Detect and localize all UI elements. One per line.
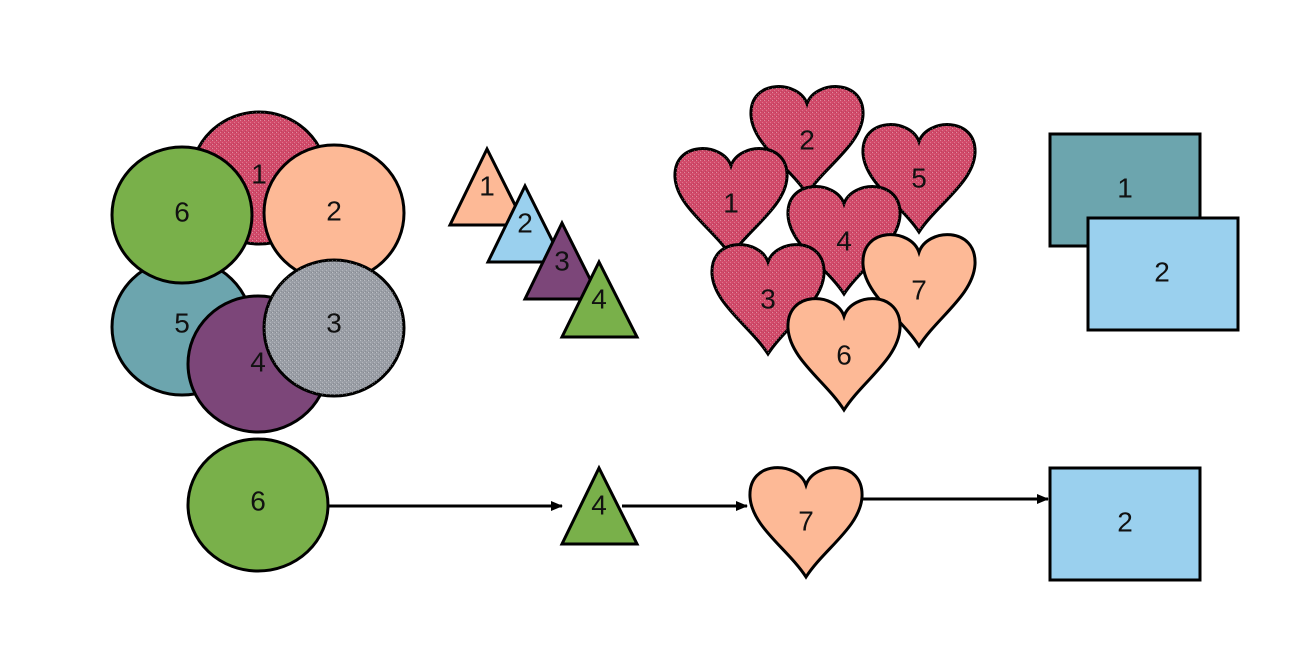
rectangle-label: 1: [1117, 173, 1133, 204]
rectangle-stack: 1 2: [1048, 132, 1240, 332]
triangle-label: 1: [479, 171, 495, 202]
heart-label: 3: [760, 284, 776, 315]
triangle-cascade: 1 2 3 4: [447, 145, 640, 339]
triangle-2: 2: [485, 182, 566, 264]
circle-label: 6: [174, 197, 190, 228]
circle-label: 1: [251, 159, 267, 190]
heart-7: 7: [861, 233, 977, 349]
flow-triangle: 4: [559, 464, 640, 546]
circle-label: 5: [174, 308, 190, 339]
heart-2: 2: [749, 85, 865, 197]
circle-cluster: 1 2 5 4 3 6: [110, 110, 406, 434]
circle-3: 3: [262, 258, 406, 398]
triangle-label: 2: [517, 208, 533, 239]
flow-rectangle-label: 2: [1117, 507, 1133, 538]
flow-triangle-label: 4: [591, 490, 607, 521]
flow-circle-label: 6: [250, 486, 266, 517]
heart-5: 5: [861, 123, 977, 235]
flow-sequence: 6 4 7 2: [186, 437, 1202, 582]
triangle-label: 3: [554, 246, 570, 277]
heart-4: 4: [786, 185, 902, 297]
flow-heart: 7: [748, 466, 864, 580]
circle-label: 2: [326, 196, 342, 227]
heart-label: 5: [911, 163, 927, 194]
heart-1: 1: [673, 147, 789, 259]
triangle-3: 3: [522, 219, 603, 301]
heart-label: 4: [836, 226, 852, 257]
circle-2: 2: [262, 143, 406, 283]
flow-circle: 6: [186, 437, 330, 573]
heart-6: 6: [786, 297, 902, 413]
heart-3: 3: [710, 243, 826, 357]
heart-label: 7: [911, 275, 927, 306]
triangle-4: 4: [559, 258, 640, 339]
circle-label: 4: [250, 347, 266, 378]
flow-heart-label: 7: [798, 506, 814, 537]
rectangle-2: 2: [1086, 216, 1240, 332]
heart-label: 1: [723, 188, 739, 219]
circle-6: 6: [110, 145, 254, 285]
triangle-1: 1: [447, 145, 528, 227]
heart-label: 2: [799, 125, 815, 156]
flow-rectangle: 2: [1048, 466, 1202, 582]
heart-label: 6: [836, 340, 852, 371]
circle-label: 3: [326, 308, 342, 339]
triangle-label: 4: [591, 284, 607, 315]
heart-cluster: 2 1 5 4 3 7 6: [673, 85, 977, 413]
rectangle-label: 2: [1154, 257, 1170, 288]
